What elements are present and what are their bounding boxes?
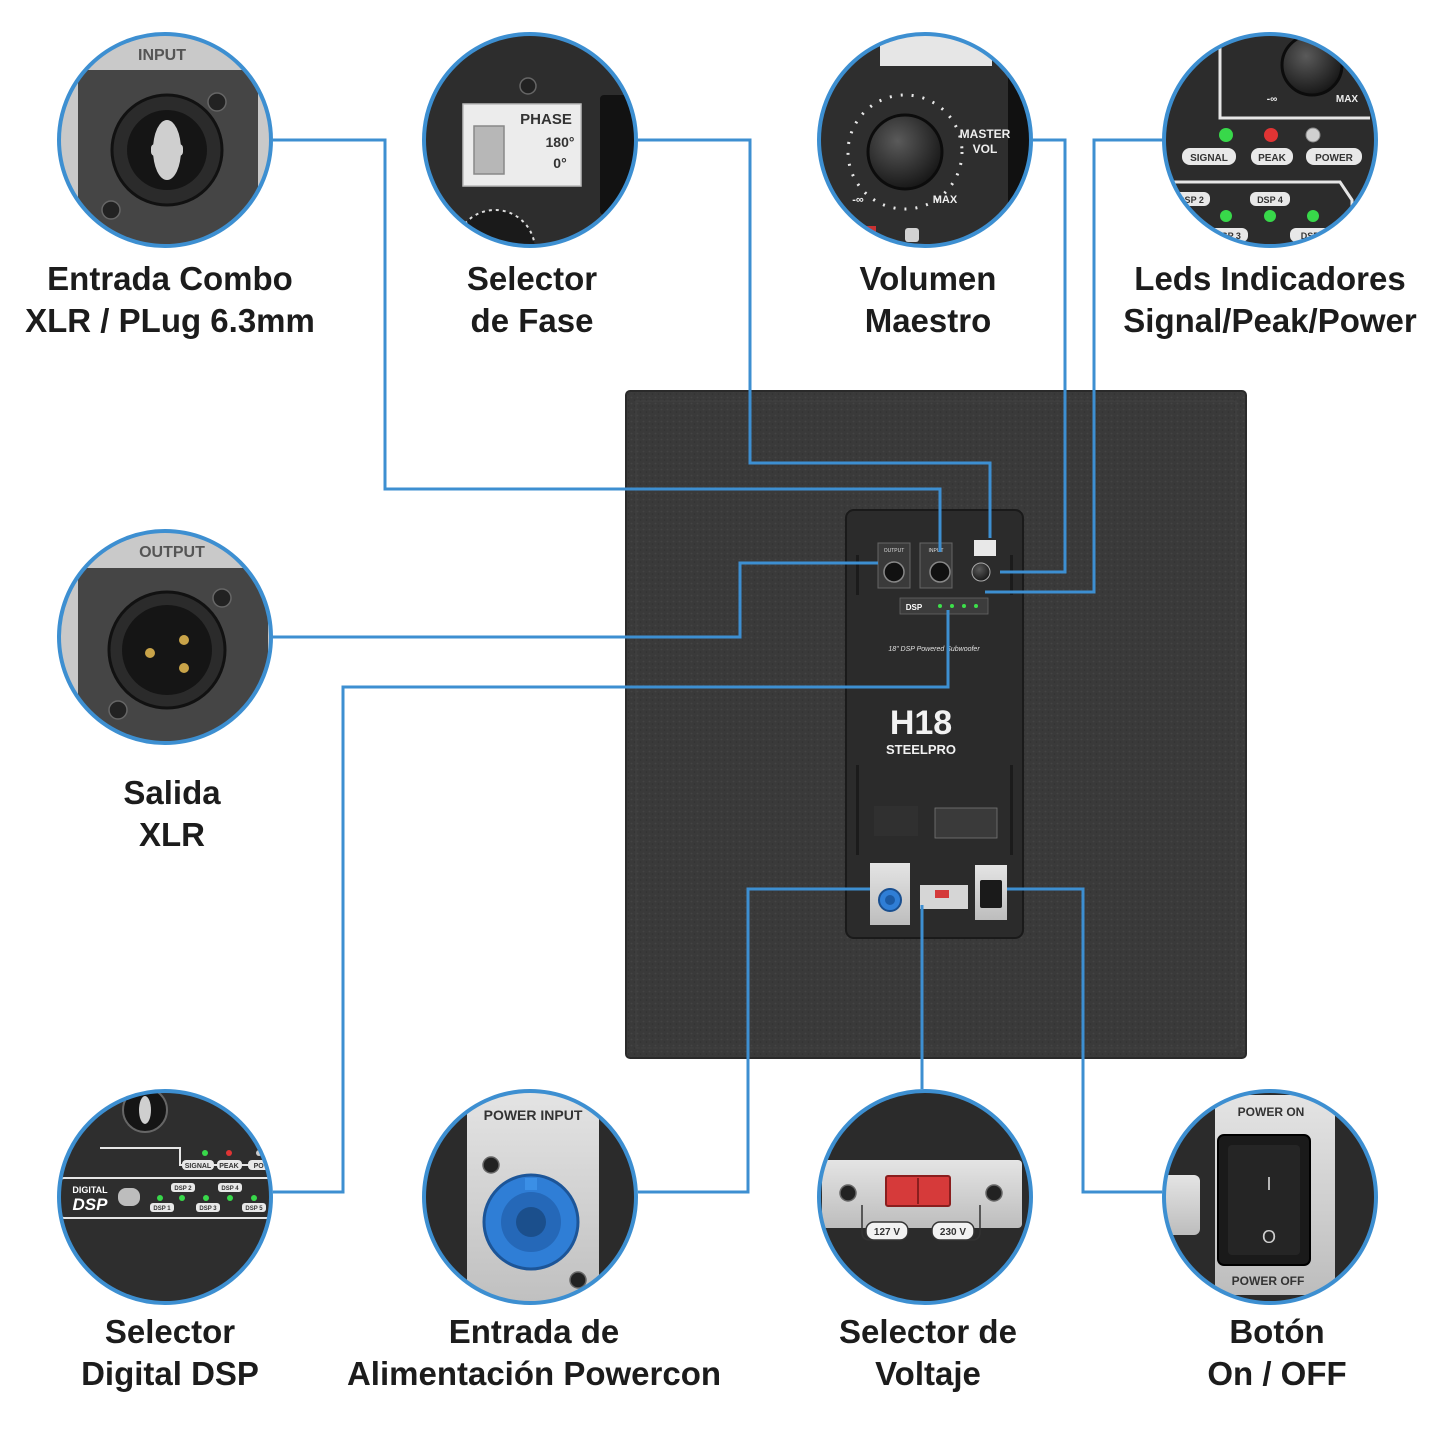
caption-voltage-selector: Selector de Voltaje bbox=[738, 1311, 1118, 1395]
voltage-230-label: 230 V bbox=[940, 1227, 966, 1238]
led-power-label: POWER bbox=[1315, 153, 1354, 164]
caption-line: Salida bbox=[123, 774, 221, 811]
phase-label: PHASE bbox=[520, 111, 572, 128]
caption-line: Leds Indicadores bbox=[1134, 260, 1406, 297]
dsp-peak-label: PEAK bbox=[219, 1163, 238, 1170]
caption-line: Alimentación Powercon bbox=[346, 1355, 722, 1392]
caption-line: Entrada de bbox=[448, 1313, 620, 1350]
caption-line: Selector bbox=[466, 260, 598, 297]
phase-option-0: 0° bbox=[553, 155, 566, 171]
output-panel-label: OUTPUT bbox=[139, 544, 205, 561]
powercon-input-detail: POWER INPUT bbox=[422, 1089, 638, 1305]
vol-label: VOL bbox=[973, 142, 998, 156]
caption-line: Voltaje bbox=[875, 1355, 981, 1392]
power-on-label: POWER ON bbox=[1238, 1105, 1305, 1119]
speaker-subtitle: 18" DSP Powered Subwoofer bbox=[888, 646, 980, 653]
caption-phase-selector: Selector de Fase bbox=[342, 258, 722, 342]
caption-xlr-output: Salida XLR bbox=[0, 772, 362, 856]
combo-input-detail: INPUT bbox=[57, 32, 273, 248]
caption-line: Signal/Peak/Power bbox=[1123, 302, 1417, 339]
master-label: MASTER bbox=[960, 127, 1011, 141]
dsp-selector-detail: SIGNAL PEAK POW DIGITAL DSP DSP 2 DSP 4 … bbox=[57, 1089, 273, 1305]
caption-line: Maestro bbox=[864, 302, 992, 339]
dsp-1-label: DSP 1 bbox=[153, 1206, 171, 1212]
power-off-label: POWER OFF bbox=[1232, 1274, 1305, 1288]
phase-option-180: 180° bbox=[546, 134, 575, 150]
powercon-panel-label: POWER INPUT bbox=[484, 1107, 583, 1123]
caption-line: Selector bbox=[104, 1313, 236, 1350]
voltage-127-label: 127 V bbox=[874, 1227, 900, 1238]
led-peak-label: PEAK bbox=[1258, 153, 1287, 164]
led-dsp5-label: DSP bbox=[1301, 231, 1320, 241]
master-volume-detail: MASTER VOL MAX -∞ bbox=[817, 32, 1033, 248]
speaker-model: H18 bbox=[890, 704, 952, 742]
vol-min-label: -∞ bbox=[852, 194, 864, 206]
voltage-selector-detail: 127 V 230 V bbox=[817, 1089, 1033, 1305]
caption-powercon-input: Entrada de Alimentación Powercon bbox=[344, 1311, 724, 1395]
caption-line: Digital DSP bbox=[81, 1355, 259, 1392]
dsp-3-label: DSP 3 bbox=[199, 1206, 217, 1212]
caption-line: Botón bbox=[1229, 1313, 1325, 1350]
caption-line: On / OFF bbox=[1207, 1355, 1347, 1392]
callout-lines bbox=[255, 138, 1179, 1194]
dsp-power-label: POW bbox=[254, 1163, 271, 1170]
rear-panel: OUTPUT INPUT DSP 18" DSP Powered Subwoof… bbox=[845, 509, 1024, 939]
caption-dsp-selector: Selector Digital DSP bbox=[0, 1311, 360, 1395]
caption-line: XLR / PLug 6.3mm bbox=[25, 302, 315, 339]
xlr-output-detail: OUTPUT bbox=[57, 529, 273, 745]
caption-line: Entrada Combo bbox=[47, 260, 293, 297]
dsp-brand-1: DIGITAL bbox=[72, 1185, 108, 1195]
caption-master-volume: Volumen Maestro bbox=[738, 258, 1118, 342]
caption-line: XLR bbox=[139, 816, 205, 853]
caption-line: Volumen bbox=[859, 260, 997, 297]
input-panel-label: INPUT bbox=[138, 47, 186, 64]
mini-output-label: OUTPUT bbox=[884, 548, 905, 554]
dsp-4-label: DSP 4 bbox=[221, 1186, 239, 1192]
mini-input-label: INPUT bbox=[929, 548, 944, 554]
switch-off-mark: O bbox=[1262, 1227, 1276, 1247]
led-knob-min: -∞ bbox=[1267, 94, 1277, 105]
caption-power-switch: Botón On / OFF bbox=[1087, 1311, 1445, 1395]
led-signal-label: SIGNAL bbox=[1190, 153, 1228, 164]
led-indicators-detail: MAX -∞ SIGNAL PEAK POWER DSP 2 DSP 4 DSP… bbox=[1162, 32, 1378, 248]
caption-led-indicators: Leds Indicadores Signal/Peak/Power bbox=[1080, 258, 1445, 342]
speaker-brand: STEELPRO bbox=[886, 742, 956, 757]
caption-line: de Fase bbox=[470, 302, 594, 339]
power-switch-detail: POWER ON POWER OFF I O bbox=[1162, 1089, 1378, 1305]
dsp-brand-2: DSP bbox=[73, 1195, 109, 1214]
dsp-5-label: DSP 5 bbox=[245, 1206, 263, 1212]
vol-max-label: MAX bbox=[933, 194, 958, 206]
mini-dsp-brand: DSP bbox=[906, 603, 923, 612]
switch-on-mark: I bbox=[1266, 1174, 1271, 1194]
led-dsp2-label: DSP 2 bbox=[1178, 195, 1204, 205]
led-dsp4-label: DSP 4 bbox=[1257, 195, 1283, 205]
caption-combo-input: Entrada Combo XLR / PLug 6.3mm bbox=[0, 258, 360, 342]
led-knob-max: MAX bbox=[1336, 94, 1359, 105]
phase-selector-detail: PHASE 180° 0° bbox=[422, 32, 638, 248]
dsp-2-label: DSP 2 bbox=[174, 1186, 192, 1192]
dsp-signal-label: SIGNAL bbox=[185, 1163, 212, 1170]
caption-line: Selector de bbox=[839, 1313, 1017, 1350]
